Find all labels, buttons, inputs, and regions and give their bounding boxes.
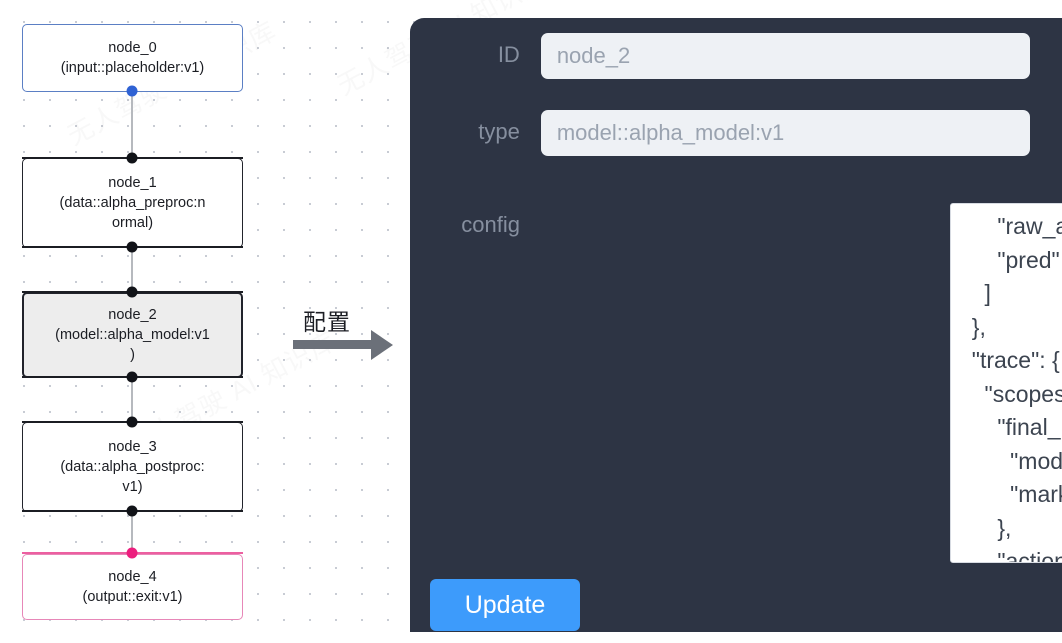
- node-label: node_4 (output::exit:v1): [83, 567, 183, 607]
- node_0-source-handle[interactable]: [126, 85, 138, 97]
- id-field-label: ID: [497, 42, 520, 67]
- node-label: node_3 (data::alpha_postproc: v1): [60, 437, 204, 497]
- graph-node-node_2[interactable]: node_2 (model::alpha_model:v1 ): [22, 292, 243, 378]
- node_1-target-handle[interactable]: [126, 152, 138, 164]
- node-label-line2: (data::alpha_preproc:n: [59, 195, 206, 211]
- node-config-panel: ID type config "raw_action", "pred" ] },…: [410, 18, 1062, 632]
- node-label-line1: node_3: [108, 439, 157, 455]
- node-label-line1: node_0: [108, 40, 157, 56]
- node-label-line3: ormal): [111, 215, 154, 231]
- config-field-label: config: [461, 212, 520, 237]
- arrow-head-icon: [371, 330, 393, 360]
- node_4-target-handle[interactable]: [126, 547, 138, 559]
- config-textarea-wrapper: "raw_action", "pred" ] }, "trace": { "sc…: [950, 203, 1062, 563]
- edge-node2-node3: [131, 377, 133, 419]
- graph-node-node_4[interactable]: node_4 (output::exit:v1): [22, 554, 243, 620]
- edge-node1-node2: [131, 247, 133, 292]
- node-label-line2: (input::placeholder:v1): [60, 60, 205, 76]
- type-field-input[interactable]: [540, 110, 1030, 156]
- edge-node0-node1: [131, 90, 133, 158]
- node-label-line3: ): [130, 347, 135, 363]
- node_1-source-handle[interactable]: [126, 241, 138, 253]
- field-row-type: type: [410, 110, 1030, 156]
- id-field-input[interactable]: [540, 33, 1030, 79]
- node-label-line1: node_1: [108, 175, 157, 191]
- node-label-line1: node_2: [108, 307, 157, 323]
- arrow-shaft: [293, 340, 371, 349]
- node-label-line3: v1): [122, 479, 143, 495]
- update-button[interactable]: Update: [430, 579, 580, 631]
- node-label: node_2 (model::alpha_model:v1 ): [55, 305, 210, 365]
- node-label-line1: node_4: [108, 569, 157, 585]
- graph-node-node_1[interactable]: node_1 (data::alpha_preproc:n ormal): [22, 158, 243, 248]
- edge-node3-node4: [131, 511, 133, 552]
- arrow-label: 配置: [303, 309, 351, 335]
- graph-node-node_3[interactable]: node_3 (data::alpha_postproc: v1): [22, 422, 243, 512]
- node-label-line2: (model::alpha_model:v1: [55, 327, 210, 343]
- graph-node-node_0[interactable]: node_0 (input::placeholder:v1): [22, 24, 243, 92]
- field-row-id: ID: [410, 33, 1030, 79]
- type-field-label: type: [478, 119, 520, 144]
- node_3-source-handle[interactable]: [126, 505, 138, 517]
- node_2-target-handle[interactable]: [126, 286, 138, 298]
- node_3-target-handle[interactable]: [126, 416, 138, 428]
- node-label: node_0 (input::placeholder:v1): [61, 38, 204, 78]
- node-label-line2: (output::exit:v1): [82, 589, 183, 605]
- node-label-line2: (data::alpha_postproc:: [60, 459, 205, 475]
- node_2-source-handle[interactable]: [126, 371, 138, 383]
- node-label: node_1 (data::alpha_preproc:n ormal): [60, 173, 206, 233]
- config-textarea[interactable]: "raw_action", "pred" ] }, "trace": { "sc…: [951, 204, 1062, 562]
